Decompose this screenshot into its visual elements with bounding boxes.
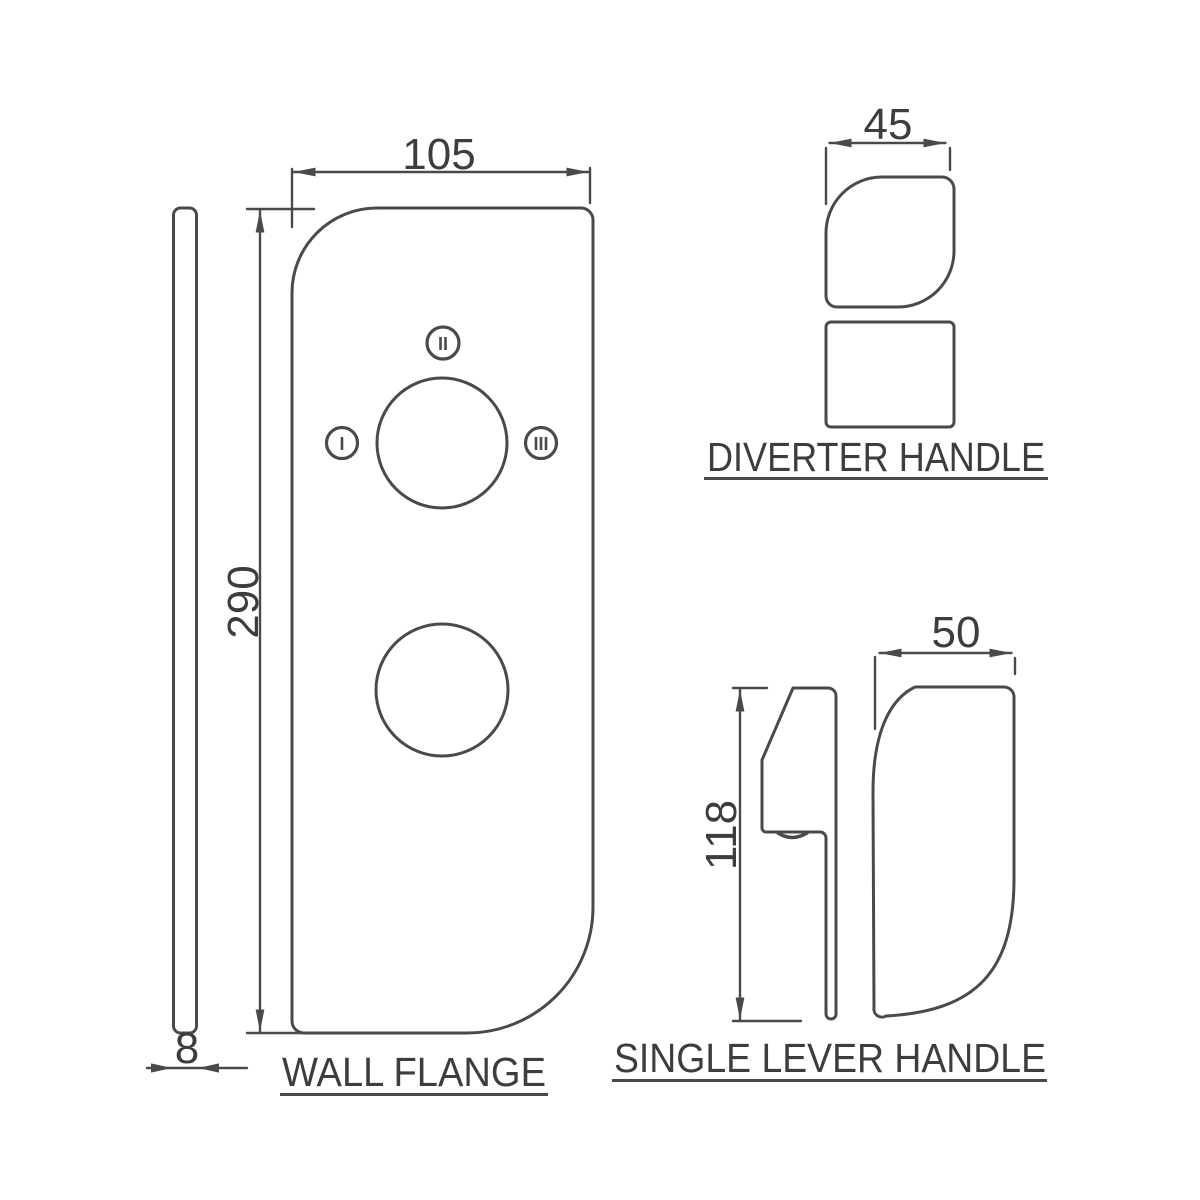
dim-8-arrow-right — [198, 1063, 219, 1073]
diverter-handle-base-outline — [824, 320, 956, 429]
flange-lower-hole-circle — [374, 622, 510, 758]
flange-position-i-label: I — [339, 434, 344, 454]
dim-105-value: 105 — [402, 130, 475, 179]
lever-handle-side-profile — [760, 686, 838, 1021]
flange-position-i-circle — [324, 425, 360, 461]
flange-position-iii-label: III — [533, 434, 548, 454]
flange-position-ii-circle — [425, 325, 461, 361]
dim-8-arrow-left — [151, 1063, 172, 1073]
single-lever-handle-title: SINGLE LEVER HANDLE — [614, 1035, 1046, 1081]
flange-position-iii-circle — [523, 425, 559, 461]
dim-118-value: 118 — [697, 800, 746, 870]
lever-handle-front-outline — [871, 685, 1016, 1019]
dim-8-group — [145, 1063, 249, 1073]
wall-flange-front-outline — [290, 206, 595, 1035]
dim-290-group — [245, 207, 316, 1035]
dim-50-group — [873, 648, 1017, 731]
dim-45-group — [824, 138, 952, 206]
dim-8-value: 8 — [175, 1024, 199, 1073]
flange-position-ii-label: II — [438, 334, 448, 354]
wall-flange-title: WALL FLANGE — [282, 1049, 546, 1095]
dim-290-value: 290 — [219, 565, 268, 638]
wall-flange-side-profile — [172, 206, 198, 1035]
lever-handle-hub-detail-arc — [776, 831, 809, 840]
flange-upper-hole-circle — [375, 376, 509, 510]
dim-118-group — [731, 686, 803, 1023]
dim-45-value: 45 — [864, 100, 913, 149]
dim-50-value: 50 — [932, 608, 981, 657]
diverter-handle-knob-outline — [824, 175, 956, 309]
diverter-handle-title: DIVERTER HANDLE — [707, 434, 1045, 480]
dim-105-group — [290, 166, 592, 229]
